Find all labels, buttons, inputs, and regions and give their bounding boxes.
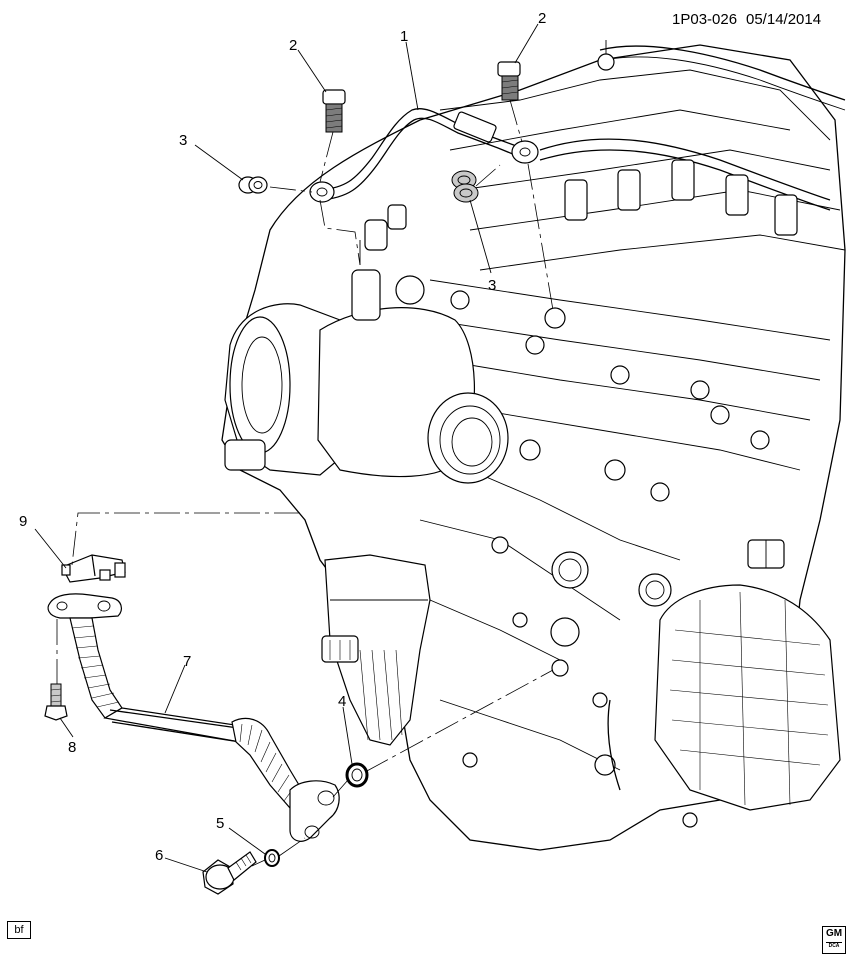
drawing-code-box: bf: [7, 921, 31, 939]
gm-logo-text: GM: [825, 928, 843, 939]
callout-3-right: 3: [488, 277, 496, 294]
callout-4: 4: [338, 693, 346, 710]
fuel-injectors: [564, 159, 798, 236]
callout-6: 6: [155, 847, 163, 864]
assembly-lines: [56, 99, 554, 867]
callout-3-left: 3: [179, 132, 187, 149]
part-3-washers-left: [238, 176, 268, 194]
part-3-washers-right: [451, 170, 479, 203]
oil-filter-housing: [321, 554, 431, 746]
drawing-id: 1P03-026: [672, 11, 737, 28]
part-2-banjo-bolt-right: [497, 61, 521, 101]
callout-5: 5: [216, 815, 224, 832]
callout-labels: 1 2 2 3 3 4 5 6 7 8 9: [19, 10, 546, 864]
callout-2-left: 2: [289, 37, 297, 54]
part-9-bracket: [61, 554, 126, 583]
part-8-bolt: [44, 683, 68, 721]
part-1-oil-feed-pipe: [309, 108, 539, 203]
callout-2-right: 2: [538, 10, 546, 27]
part-7-oil-return-pipe: [47, 593, 340, 842]
drawing-date: 05/14/2014: [746, 11, 821, 28]
part-6-flange-bolt: [202, 851, 257, 895]
callout-1: 1: [400, 28, 408, 45]
leader-lines: [34, 23, 539, 873]
part-4-o-ring: [345, 762, 369, 788]
callout-8: 8: [68, 739, 76, 756]
part-5-washer: [264, 849, 280, 867]
engine-block-illustration: [221, 40, 846, 851]
engine-side-cover: [654, 584, 841, 811]
gm-logo: GM DCA: [822, 926, 846, 954]
part-2-banjo-bolt-left: [322, 89, 346, 133]
head-bolts: [450, 290, 770, 502]
callout-9: 9: [19, 513, 27, 530]
turbocharger: [224, 240, 509, 484]
gm-logo-subtext: DCA: [826, 942, 842, 950]
callout-7: 7: [183, 653, 191, 670]
block-ports: [462, 536, 698, 828]
